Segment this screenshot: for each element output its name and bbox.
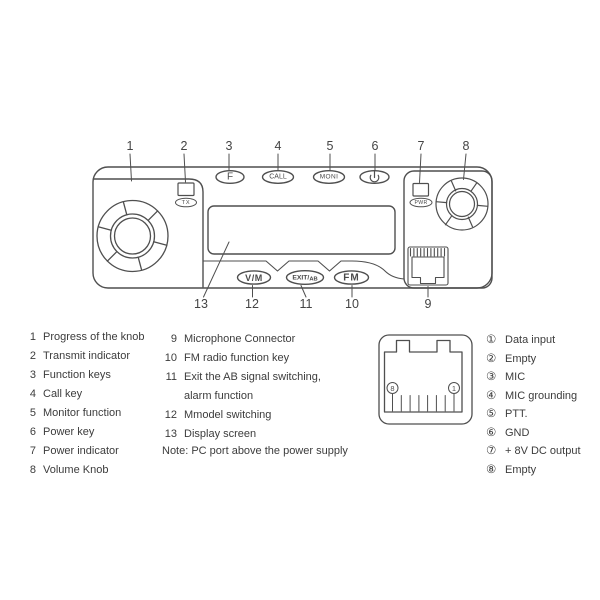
scallop-edge	[202, 260, 405, 280]
moni-button-label: MONI	[319, 173, 339, 181]
mic-port	[407, 246, 449, 286]
callout-3: 3	[225, 139, 233, 153]
call-button-label: CALL	[269, 173, 287, 181]
right-section-outline	[403, 170, 493, 289]
pwr-oval	[409, 197, 433, 208]
vm-button-shape	[236, 270, 272, 285]
callout-8: 8	[462, 139, 470, 153]
volume-knob	[435, 177, 489, 231]
leader-lines	[129, 153, 467, 298]
callout-7: 7	[417, 139, 425, 153]
f-button-shape	[215, 169, 245, 184]
pin-item-7: ⑦+ 8V DC output	[486, 445, 581, 457]
callout-2: 2	[180, 139, 188, 153]
tx-oval	[175, 197, 197, 208]
left-section-outline	[92, 178, 204, 288]
display-screen-shape	[207, 205, 396, 255]
jack-pin8-label: 8	[390, 384, 394, 393]
callout-13: 13	[194, 297, 208, 311]
callout-9: 9	[424, 297, 432, 311]
tx-indicator-label: TX	[181, 199, 191, 206]
callout-1: 1	[126, 139, 134, 153]
moni-button-shape	[312, 169, 346, 184]
legend-item-11b: alarm function	[184, 389, 254, 402]
pwr-led-square	[412, 182, 430, 197]
vm-button-label: V/M	[245, 272, 263, 283]
callout-10: 10	[345, 297, 359, 311]
fm-button-label: FM	[343, 272, 360, 283]
callout-5: 5	[326, 139, 334, 153]
power-icon	[369, 170, 380, 183]
callout-6: 6	[371, 139, 379, 153]
callout-4: 4	[274, 139, 282, 153]
callout-12: 12	[245, 297, 259, 311]
exit-ab-button-shape	[285, 270, 325, 286]
jack-pin1-label: 1	[452, 384, 456, 393]
call-button-shape	[261, 169, 295, 184]
exit-label-sub: AB	[309, 276, 318, 283]
tx-led-square	[177, 182, 195, 197]
pwr-indicator-label: PWR	[414, 199, 428, 206]
fm-button-shape	[333, 270, 370, 285]
exit-ab-button-label: EXIT/AB	[292, 274, 318, 283]
channel-knob	[96, 199, 169, 273]
callout-11: 11	[299, 297, 313, 311]
rj45-jack-diagram	[378, 334, 473, 425]
note-text: Note: PC port above the power supply	[162, 445, 348, 457]
exit-label-main: EXIT/	[292, 274, 310, 281]
f-button-label: F	[226, 171, 234, 183]
